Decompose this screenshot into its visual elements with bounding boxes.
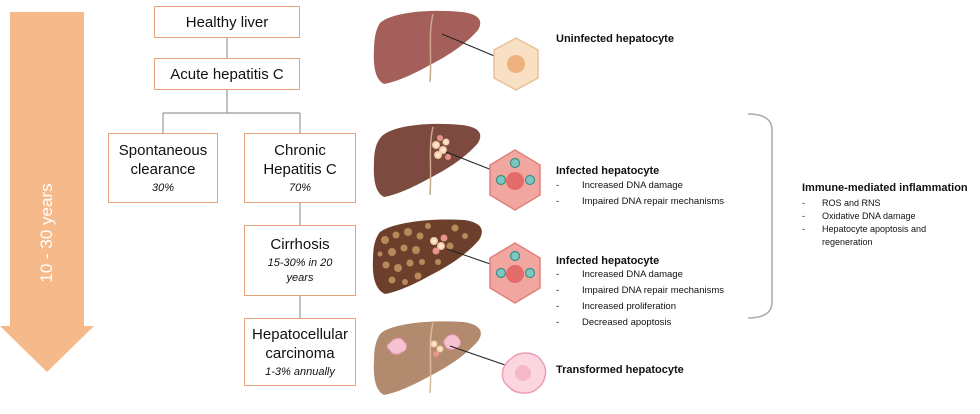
timeline-label: 10 - 30 years xyxy=(37,183,56,283)
immune-bracket xyxy=(747,113,773,319)
stage-title: Acute hepatitis C xyxy=(170,65,284,83)
list-item: Hepatocyte apoptosis and regeneration xyxy=(802,223,952,249)
list-item: Impaired DNA repair mechanisms xyxy=(556,194,724,210)
stage-percentage: 30% xyxy=(151,181,175,194)
list-item: Oxidative DNA damage xyxy=(802,210,952,223)
stage-rate: 1-3% annually xyxy=(265,365,335,378)
timeline-arrow xyxy=(0,12,94,372)
chronic-liver-illustration xyxy=(373,123,541,211)
immune-effects-list: ROS and RNS Oxidative DNA damage Hepatoc… xyxy=(802,197,952,249)
stage-title-line1: Hepatocellular xyxy=(252,325,348,343)
transformed-hepatocyte-label: Transformed hepatocyte xyxy=(556,364,684,376)
list-item: Decreased apoptosis xyxy=(556,315,724,331)
stage-title-line2: Hepatitis C xyxy=(263,160,337,178)
stage-rate-line1: 15-30% in 20 xyxy=(267,257,333,269)
list-item: Increased DNA damage xyxy=(556,267,724,283)
stage-rate-line2: years xyxy=(286,272,314,284)
stage-title: Cirrhosis xyxy=(270,236,330,253)
stage-title-line1: Chronic xyxy=(274,141,326,159)
stage-chronic-hepatitis: Chronic Hepatitis C 70% xyxy=(244,133,356,203)
infected-hepatocyte-label-chronic: Infected hepatocyte xyxy=(556,165,660,177)
stage-percentage: 70% xyxy=(288,181,312,194)
list-item: Increased proliferation xyxy=(556,299,724,315)
list-item: ROS and RNS xyxy=(802,197,952,210)
chronic-effects-list: Increased DNA damage Impaired DNA repair… xyxy=(556,178,724,210)
list-item: Impaired DNA repair mechanisms xyxy=(556,283,724,299)
uninfected-hepatocyte-label: Uninfected hepatocyte xyxy=(556,33,674,45)
stage-title-line2: clearance xyxy=(130,160,196,178)
infected-hepatocyte-label-cirrhosis: Infected hepatocyte xyxy=(556,255,660,267)
cirrhotic-liver-illustration xyxy=(372,219,541,304)
stage-spontaneous-clearance: Spontaneous clearance 30% xyxy=(108,133,218,203)
list-item: Increased DNA damage xyxy=(556,178,724,194)
stage-title: Healthy liver xyxy=(185,13,269,31)
stage-cirrhosis: Cirrhosis 15-30% in 20 years xyxy=(244,225,356,296)
stage-hepatocellular-carcinoma: Hepatocellular carcinoma 1-3% annually xyxy=(244,318,356,386)
stage-title-line2: carcinoma xyxy=(265,344,335,362)
flow-connectors xyxy=(162,38,301,318)
stage-healthy-liver: Healthy liver xyxy=(154,6,300,38)
healthy-liver-illustration xyxy=(373,10,539,91)
cirrhosis-effects-list: Increased DNA damage Impaired DNA repair… xyxy=(556,267,724,331)
stage-acute-hepatitis: Acute hepatitis C xyxy=(154,58,300,90)
stage-title-line1: Spontaneous xyxy=(118,141,208,159)
hcc-liver-illustration xyxy=(373,321,547,395)
immune-inflammation-title: Immune-mediated inflammation xyxy=(802,182,968,194)
